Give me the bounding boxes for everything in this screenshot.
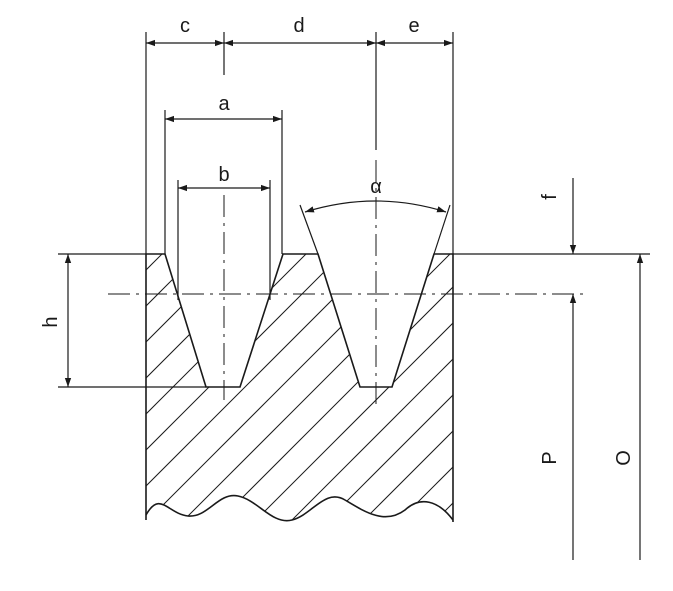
hatch-line xyxy=(0,180,56,591)
label-O: O xyxy=(613,450,635,466)
hatch-line xyxy=(146,254,417,521)
hatch-line xyxy=(427,254,453,521)
hatch-line xyxy=(0,180,128,591)
break-line xyxy=(145,494,454,522)
hatch-line xyxy=(283,254,453,521)
hatch-line xyxy=(536,180,673,591)
label-d: d xyxy=(293,15,304,37)
hatch-line xyxy=(500,180,673,591)
hatch-line xyxy=(146,254,453,521)
hatch-line xyxy=(644,180,673,591)
label-b: b xyxy=(218,164,229,186)
label-P: P xyxy=(539,451,561,464)
hatch-line xyxy=(146,254,453,521)
hatch-line xyxy=(146,254,165,521)
groove2-flank-ext-left xyxy=(299,204,319,255)
hatch-line xyxy=(146,254,453,521)
hatch-line xyxy=(146,254,309,521)
hatch-line xyxy=(572,180,673,591)
hatch-line xyxy=(211,254,453,521)
hatch-line xyxy=(175,254,453,521)
hatch-line xyxy=(0,180,20,591)
hatch-line xyxy=(355,254,453,521)
hatch-line xyxy=(146,254,381,521)
hatch-line xyxy=(146,254,201,521)
hatch-line xyxy=(319,254,453,521)
hatch-line xyxy=(464,180,673,591)
label-alpha: α xyxy=(370,176,382,198)
groove2-flank-ext-right xyxy=(433,204,451,255)
hatch-line xyxy=(247,254,453,521)
hatch-line xyxy=(146,254,345,521)
hatch-line xyxy=(146,254,237,521)
hatch-line xyxy=(146,254,273,521)
hatch-line xyxy=(391,254,453,521)
hatch-line xyxy=(0,180,92,591)
label-f: f xyxy=(539,194,561,200)
dim-alpha-arc xyxy=(304,200,447,213)
label-c: c xyxy=(180,15,190,37)
pulley-body-outline xyxy=(145,253,454,522)
label-a: a xyxy=(218,93,230,115)
label-e: e xyxy=(408,15,419,37)
section-hatching xyxy=(0,180,673,591)
hatch-line xyxy=(146,254,453,521)
label-h: h xyxy=(40,316,62,327)
